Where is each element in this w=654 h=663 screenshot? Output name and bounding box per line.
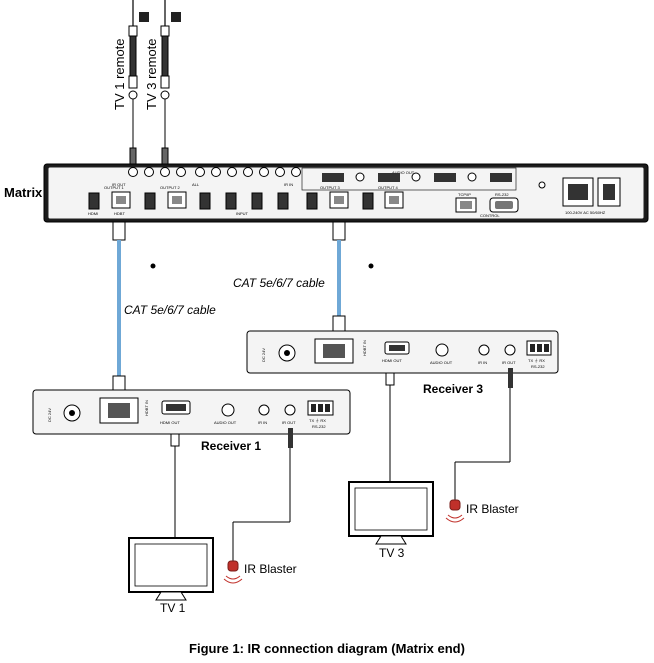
- receiver1-hdmi-out-label: HDMI OUT: [160, 420, 180, 425]
- receiver3-hdbt-in-label: HDBT IN: [362, 340, 367, 356]
- tv1-remote-label: TV 1 remote: [112, 38, 127, 110]
- receiver1-rs232-label: RS-232: [312, 424, 326, 429]
- receiver3-rs232-label: RS-232: [531, 364, 545, 369]
- matrix-ir-out-label: IR OUT: [112, 182, 126, 187]
- receiver3-hdmi-out-label: HDMI OUT: [382, 358, 402, 363]
- matrix-output4-label: OUTPUT 4: [378, 185, 398, 190]
- figure-caption: Figure 1: IR connection diagram (Matrix …: [189, 641, 465, 656]
- receiver3-ir-out-label: IR OUT: [502, 360, 516, 365]
- bullet-dot: [150, 263, 156, 269]
- tv3-remote-label: TV 3 remote: [144, 38, 159, 110]
- cable-right-label: CAT 5e/6/7 cable: [233, 276, 325, 290]
- receiver3-ir-in-label: IR IN: [478, 360, 487, 365]
- receiver3-audio-out-label: AUDIO OUT: [430, 360, 453, 365]
- receiver1-hdbt-in-label: HDBT IN: [144, 400, 149, 416]
- matrix-input-label: INPUT: [236, 211, 249, 216]
- ir-blaster-right-label: IR Blaster: [466, 502, 519, 516]
- matrix-tcpip-label: TCP/IP: [458, 192, 471, 197]
- matrix-all-label: ALL: [192, 182, 200, 187]
- receiver3-ir-cable: [454, 368, 513, 500]
- receiver3-label: Receiver 3: [423, 382, 483, 396]
- bullet-dot: [368, 263, 374, 269]
- matrix-ir-in-label: IR IN: [284, 182, 293, 187]
- matrix-hdmi-label: HDMI: [88, 211, 98, 216]
- tv3-remote-ir-receiver: [160, 0, 170, 171]
- receiver1-label: Receiver 1: [201, 439, 261, 453]
- matrix-video-ports: [88, 191, 404, 210]
- receiver1-dc-label: DC 24V: [47, 408, 52, 422]
- receiver1-ir-cable: [232, 428, 293, 561]
- ir-blaster-left-label: IR Blaster: [244, 562, 297, 576]
- matrix-audio-out-label: AUDIO OUT: [392, 170, 415, 175]
- ir-blaster-left-icon: [223, 560, 243, 584]
- receiver1-ir-out-label: IR OUT: [282, 420, 296, 425]
- receiver1-device: DC 24V HDBT IN HDMI OUT AUDIO OUT IR IN …: [32, 389, 351, 435]
- cable-left-label: CAT 5e/6/7 cable: [124, 303, 216, 317]
- matrix-ir-jacks: [128, 167, 301, 177]
- matrix-control-label: CONTROL: [480, 213, 500, 218]
- tv1-remote-ir-receiver: [128, 0, 138, 171]
- matrix-output3-label: OUTPUT 3: [320, 185, 340, 190]
- matrix-power-label: 100-240V AC 50/60HZ: [565, 210, 606, 215]
- tv3-icon: [348, 481, 434, 545]
- receiver1-audio-out-label: AUDIO OUT: [214, 420, 237, 425]
- receiver1-txrx-label: TX ⏚ RX: [309, 417, 326, 423]
- ir-blaster-right-icon: [445, 499, 465, 523]
- tv3-label: TV 3: [379, 546, 405, 560]
- receiver3-dc-label: DC 24V: [261, 348, 266, 362]
- receiver3-txrx-label: TX ⏚ RX: [528, 357, 545, 363]
- matrix-rs232-label: RS-232: [495, 192, 509, 197]
- matrix-hdbt-label: HDBT: [114, 211, 125, 216]
- matrix-output2-label: OUTPUT 2: [160, 185, 180, 190]
- receiver3-hdmi-cable: [385, 372, 395, 482]
- receiver1-hdmi-cable: [170, 433, 180, 538]
- receiver3-device: DC 24V HDBT IN HDMI OUT AUDIO OUT IR IN …: [246, 330, 559, 374]
- matrix-label: Matrix: [4, 185, 43, 200]
- matrix-output1-label: OUTPUT 1: [104, 185, 124, 190]
- ir-tag-icon: [139, 12, 149, 22]
- receiver1-ir-in-label: IR IN: [258, 420, 267, 425]
- tv1-label: TV 1: [160, 601, 186, 615]
- cable-right: [332, 221, 346, 335]
- ir-tag-icon: [171, 12, 181, 22]
- matrix-panel: IR OUT ALL IR IN AUDIO OUT: [43, 163, 649, 223]
- tv1-icon: [128, 537, 214, 601]
